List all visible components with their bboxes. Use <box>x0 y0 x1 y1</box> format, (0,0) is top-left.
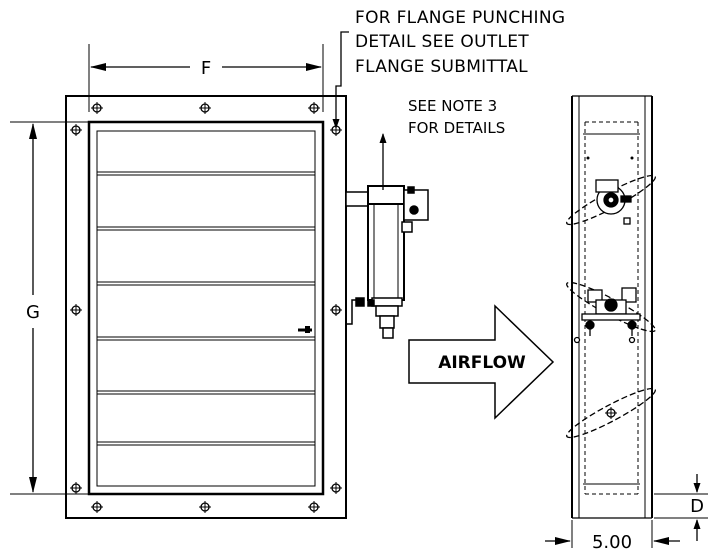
blade-linkage <box>298 326 312 333</box>
actuator <box>345 133 429 339</box>
front-view: F G <box>10 31 429 519</box>
note3-line2: FOR DETAILS <box>408 119 505 137</box>
side-width-dimension: 5.00 <box>545 520 680 553</box>
flange-note-line1: FOR FLANGE PUNCHING <box>355 8 565 28</box>
height-label: G <box>26 302 40 323</box>
bolt-holes <box>69 101 343 514</box>
blade-lines <box>97 171 315 446</box>
inner-frame <box>87 120 325 496</box>
note3-line1: SEE NOTE 3 <box>408 97 497 115</box>
flange-note-line3: FLANGE SUBMITTAL <box>355 57 528 77</box>
outer-flange <box>65 95 347 519</box>
depth-label: D <box>690 496 704 517</box>
width-label: F <box>201 58 211 79</box>
flange-note-leader <box>332 31 349 129</box>
blade-area <box>96 130 316 487</box>
side-rivets <box>586 156 634 160</box>
side-view: D 5.00 <box>545 95 708 553</box>
flange-note-line2: DETAIL SEE OUTLET <box>355 32 529 52</box>
airflow-label: AIRFLOW <box>438 353 526 373</box>
side-width-label: 5.00 <box>592 532 632 553</box>
airflow-arrow: AIRFLOW <box>408 304 555 420</box>
width-dimension: F <box>88 44 324 112</box>
depth-dimension: D <box>654 474 708 541</box>
height-dimension: G <box>10 121 88 495</box>
